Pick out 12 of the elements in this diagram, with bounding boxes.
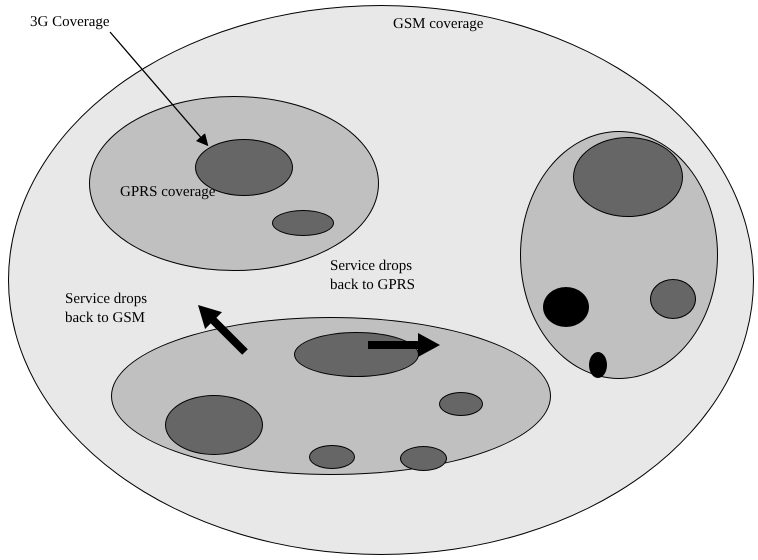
- note-text: Service drops back to GPRS: [330, 257, 416, 295]
- leader-line: [110, 32, 208, 146]
- cell-area: [543, 287, 589, 327]
- cell-area: [400, 446, 447, 471]
- cell-area: [650, 279, 696, 319]
- area-label: GPRS coverage: [120, 184, 216, 201]
- cell-area: [309, 445, 355, 469]
- area-label: GSM coverage: [393, 16, 484, 33]
- cell-area: [439, 392, 483, 416]
- cell-area: [589, 352, 607, 378]
- callout-text: 3G Coverage: [30, 14, 110, 31]
- note-text: Service drops back to GSM: [65, 290, 148, 328]
